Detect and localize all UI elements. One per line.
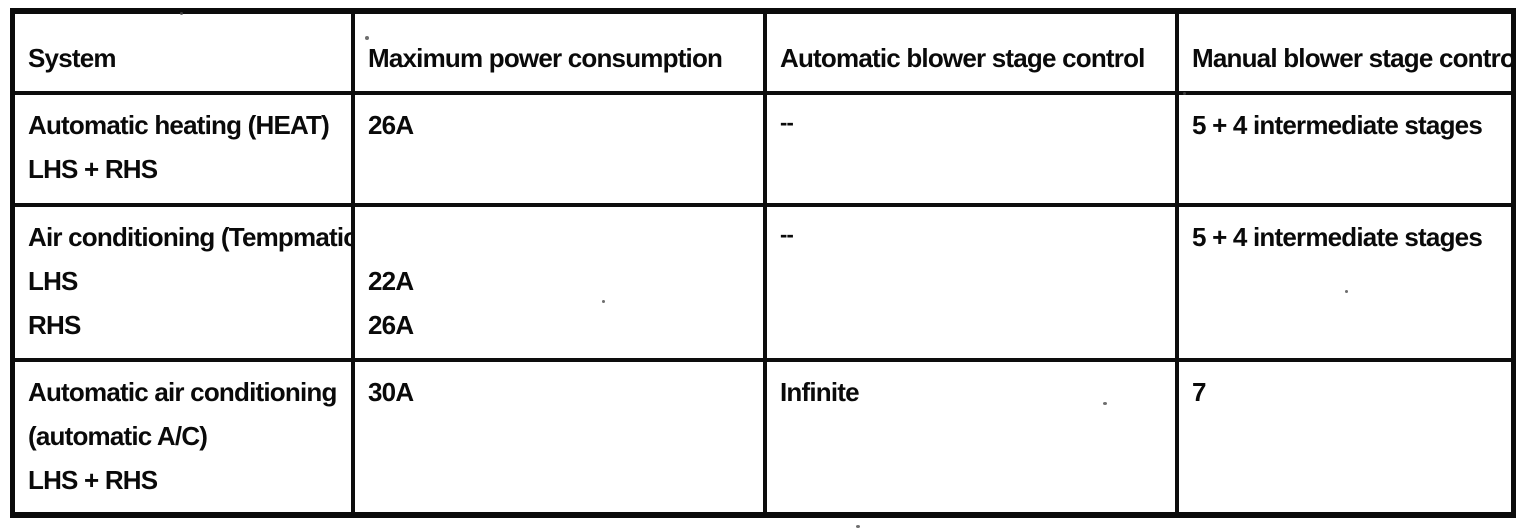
blower-system-spec-table: System Maximum power consumption Automat… <box>10 8 1516 518</box>
cell-row1-system: Automatic heating (HEAT) LHS + RHS <box>15 91 351 203</box>
cell-line: 22A <box>368 266 414 296</box>
cell-row3-auto-blower: Infinite <box>763 358 1175 512</box>
cell-line: Automatic heating (HEAT) <box>28 110 330 140</box>
scan-speck <box>856 525 860 528</box>
cell-line: RHS <box>28 310 81 340</box>
scan-speck <box>602 300 605 303</box>
cell-line: 5 + 4 intermediate stages <box>1192 110 1483 140</box>
column-header-auto-blower-label: Automatic blower stage control <box>780 42 1145 73</box>
column-header-system-label: System <box>28 42 117 73</box>
cell-line: LHS <box>28 266 78 296</box>
cell-line: LHS + RHS <box>28 465 158 495</box>
cell-line: LHS + RHS <box>28 154 158 184</box>
cell-line: (automatic A/C) <box>28 421 208 451</box>
cell-line: 5 + 4 intermediate stages <box>1192 222 1483 252</box>
scan-speck <box>180 12 183 15</box>
column-header-max-power-label: Maximum power consumption <box>368 42 723 73</box>
cell-row3-system: Automatic air conditioning (automatic A/C… <box>15 358 351 512</box>
cell-row1-max-power: 26A <box>351 91 763 203</box>
scan-speck <box>1345 290 1348 293</box>
cell-row3-manual-blower: 7 <box>1175 358 1511 512</box>
cell-line: 26A <box>368 310 414 340</box>
cell-line: Automatic air conditioning <box>28 377 337 407</box>
column-header-auto-blower: Automatic blower stage control <box>763 14 1175 91</box>
cell-line: 7 <box>1192 377 1206 407</box>
column-header-system: System <box>15 14 351 91</box>
column-header-max-power: Maximum power consumption <box>351 14 763 91</box>
cell-line: 26A <box>368 110 414 140</box>
scan-speck <box>1183 92 1186 95</box>
cell-line: Infinite <box>780 377 860 407</box>
cell-line <box>368 215 751 259</box>
cell-row1-auto-blower: -- <box>763 91 1175 203</box>
cell-line: 30A <box>368 377 414 407</box>
cell-line: -- <box>780 110 794 135</box>
scan-speck <box>1103 402 1107 405</box>
cell-row2-system: Air conditioning (Tempmatic) LHS RHS <box>15 203 351 358</box>
column-header-manual-blower: Manual blower stage control <box>1175 14 1511 91</box>
column-header-manual-blower-label: Manual blower stage control <box>1192 42 1511 73</box>
cell-line: Air conditioning (Tempmatic) <box>28 222 351 252</box>
cell-line: -- <box>780 222 794 247</box>
cell-row3-max-power: 30A <box>351 358 763 512</box>
cell-row1-manual-blower: 5 + 4 intermediate stages <box>1175 91 1511 203</box>
cell-row2-manual-blower: 5 + 4 intermediate stages <box>1175 203 1511 358</box>
cell-row2-auto-blower: -- <box>763 203 1175 358</box>
scan-speck <box>365 36 369 40</box>
